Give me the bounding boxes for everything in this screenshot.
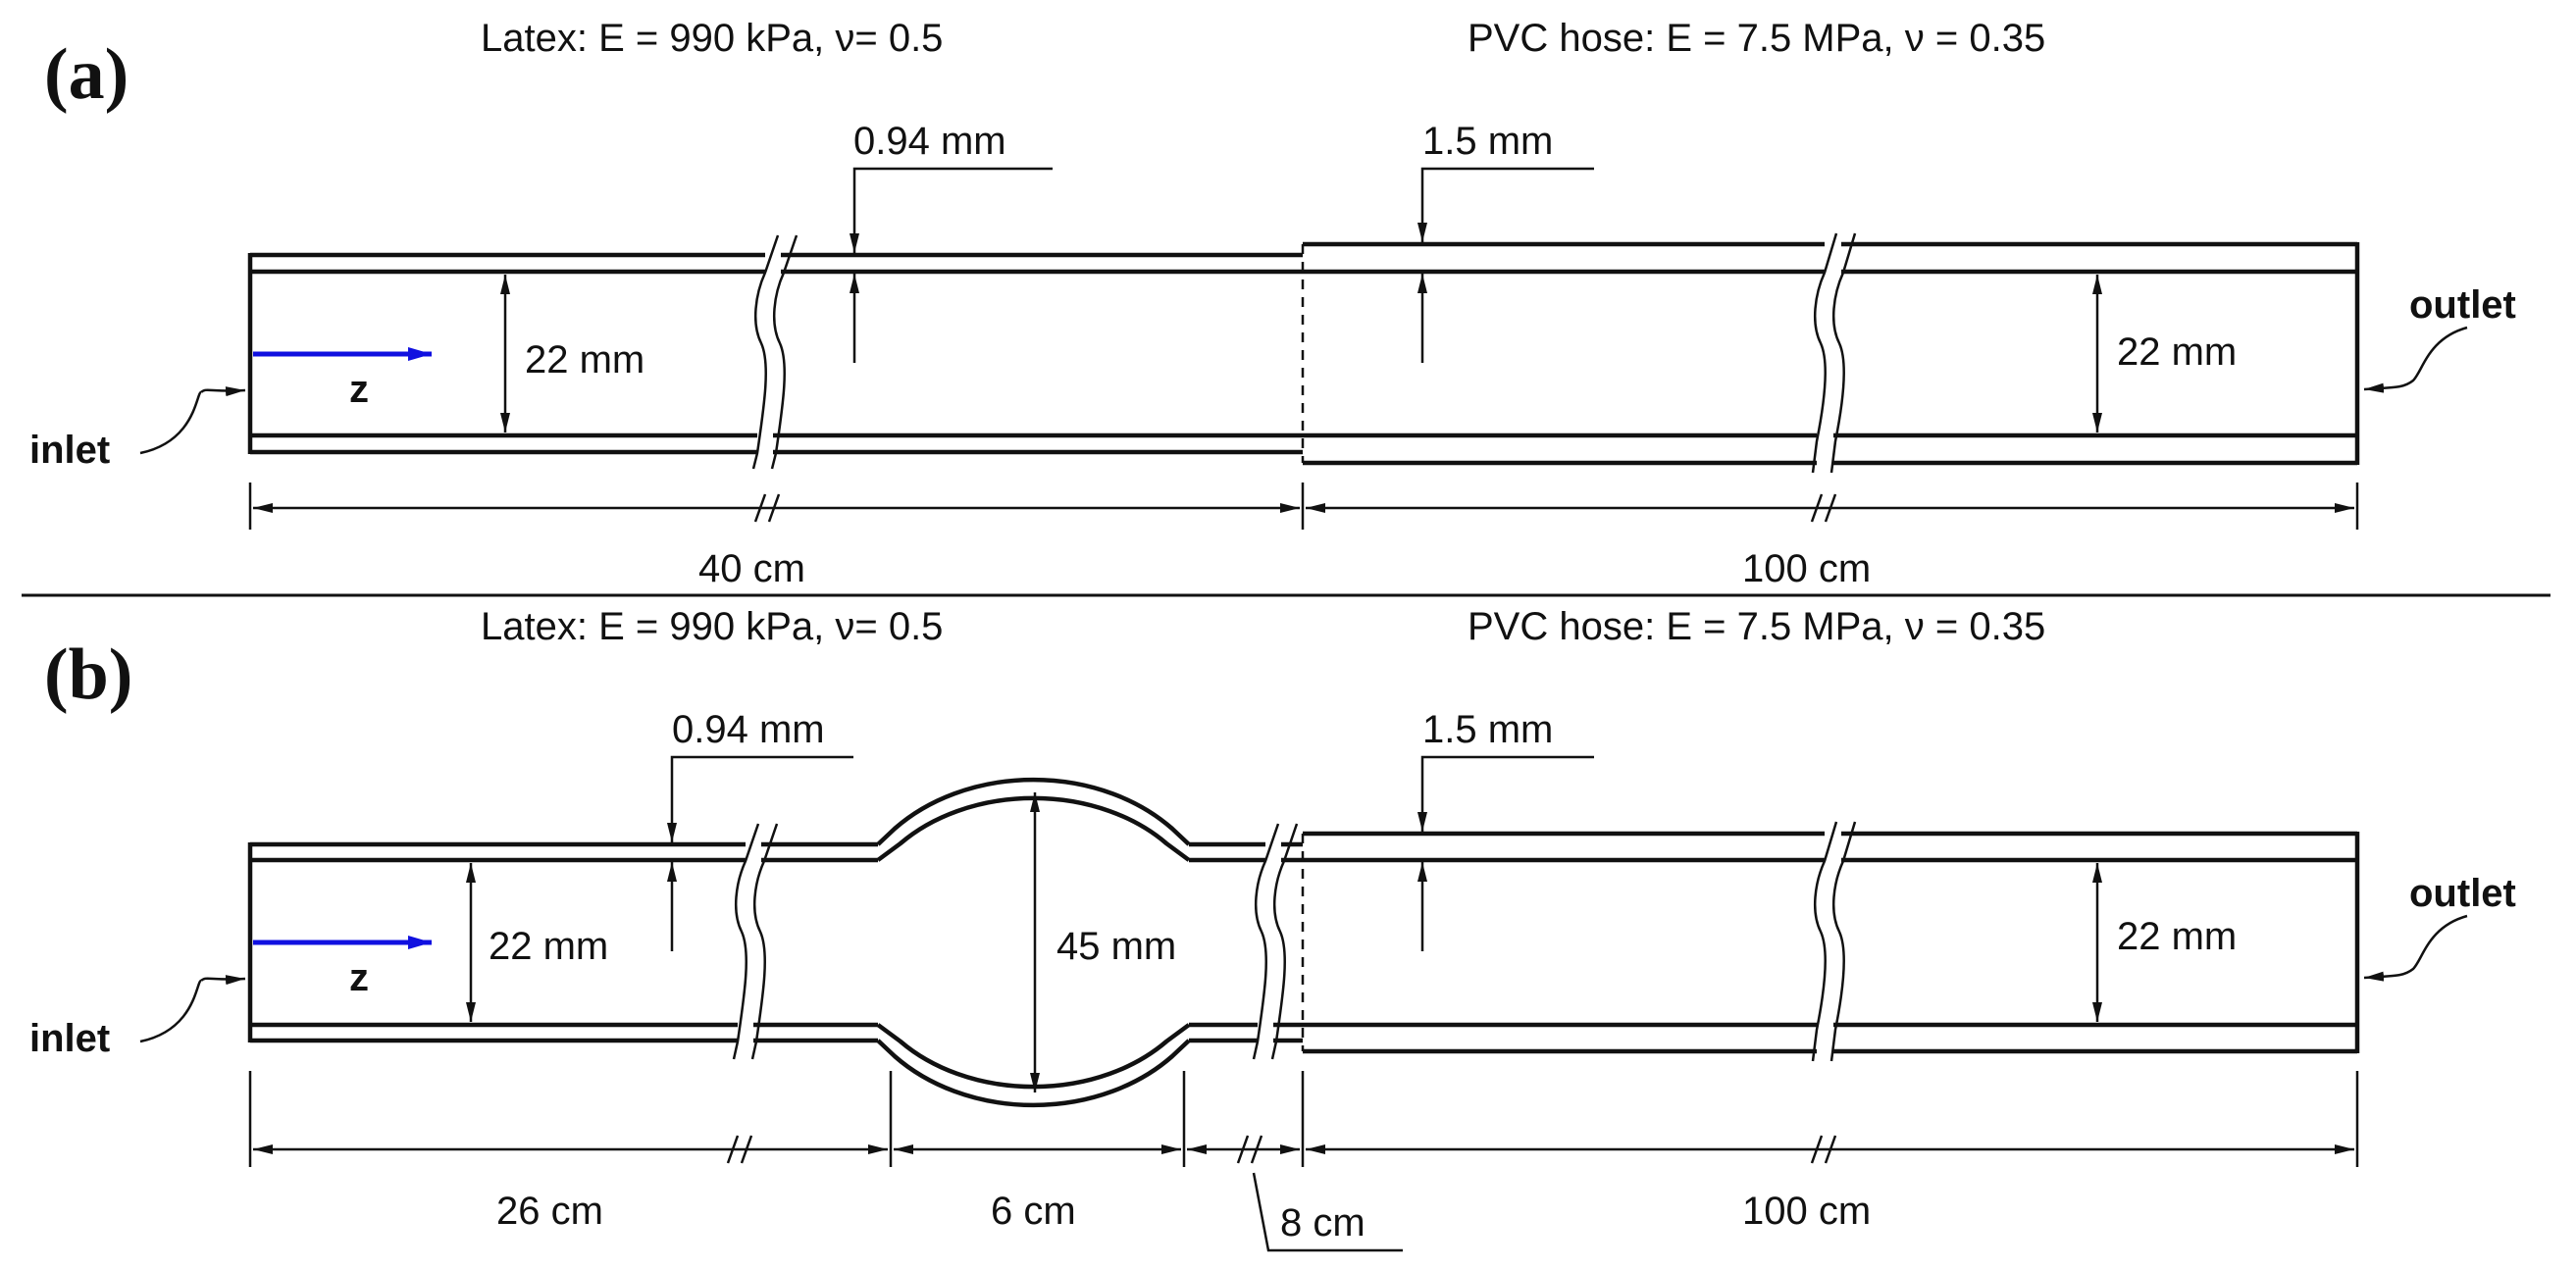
panel-b-label: (b)	[44, 635, 132, 715]
panel-a-length-pvc-label: 100 cm	[1742, 547, 1871, 590]
panel-a-length-latex-label: 40 cm	[698, 547, 805, 590]
panel-a-pvc-tube	[1301, 241, 2360, 466]
panel-b-outlet-label: outlet	[2409, 872, 2516, 915]
panel-a-diameter-left-label: 22 mm	[525, 338, 644, 381]
panel-b-latex-properties: Latex: E = 990 kPa, ν= 0.5	[481, 605, 943, 648]
panel-a-pvc-wall-dimension	[1417, 167, 1594, 363]
panel-b-diameter-left-label: 22 mm	[489, 925, 608, 968]
panel-b-flow-axis-label: z	[349, 956, 369, 999]
panel-b-length-bulge-label: 6 cm	[991, 1190, 1076, 1233]
panel-a-label: (a)	[44, 34, 129, 115]
panel-b-length-upstream-label: 26 cm	[496, 1190, 603, 1233]
panel-a-latex-break-mark	[751, 234, 799, 470]
panel-a-inlet-label: inlet	[29, 429, 110, 472]
panel-b-inlet-leader	[139, 979, 203, 1043]
panel-a-latex-wall-dimension	[850, 167, 1053, 363]
panel-b-length-dimensions	[248, 1071, 2359, 1252]
panel-b-latex-tube	[247, 841, 1303, 1043]
panel-a-inlet-leader	[139, 390, 203, 455]
panel-b-latex-break-marks	[732, 823, 1299, 1060]
panel-a-latex-tube	[247, 252, 1303, 455]
panel-b-diameter-bulge-label: 45 mm	[1056, 925, 1176, 968]
panel-b-length-pvc-label: 100 cm	[1742, 1190, 1871, 1233]
panel-b-latex-wall-label: 0.94 mm	[672, 708, 825, 751]
panel-a-diameter-right-label: 22 mm	[2117, 330, 2237, 374]
panel-b-pvc-break-mark	[1811, 821, 1857, 1062]
panel-b-inlet-label: inlet	[29, 1017, 110, 1060]
panel-b: (b) Latex: E = 990 kPa, ν= 0.5 PVC hose:…	[29, 605, 2516, 1252]
panel-b-pvc-wall-label: 1.5 mm	[1422, 708, 1553, 751]
panel-a-latex-wall-label: 0.94 mm	[853, 120, 1006, 163]
panel-b-outlet-leader	[2363, 914, 2468, 982]
panel-a-outlet-leader	[2363, 326, 2468, 393]
panel-b-pvc-properties: PVC hose: E = 7.5 MPa, ν = 0.35	[1468, 605, 2045, 648]
panel-a-pvc-properties: PVC hose: E = 7.5 MPa, ν = 0.35	[1468, 17, 2045, 60]
panel-a-pvc-break-mark	[1811, 232, 1857, 474]
panel-b-diameter-right-label: 22 mm	[2117, 915, 2237, 958]
panel-a-length-dimensions	[248, 483, 2359, 530]
panel-b-latex-wall-dimension	[667, 755, 853, 951]
panel-a-flow-axis-label: z	[349, 368, 369, 411]
panel-a-latex-properties: Latex: E = 990 kPa, ν= 0.5	[481, 17, 943, 60]
panel-a-pvc-wall-label: 1.5 mm	[1422, 120, 1553, 163]
panel-a-outlet-label: outlet	[2409, 283, 2516, 327]
panel-a: (a) Latex: E = 990 kPa, ν= 0.5 PVC hose:…	[29, 17, 2516, 590]
panel-b-length-downstream-label: 8 cm	[1280, 1201, 1365, 1245]
panel-b-pvc-tube	[1301, 831, 2360, 1054]
panel-b-pvc-wall-dimension	[1417, 755, 1594, 951]
